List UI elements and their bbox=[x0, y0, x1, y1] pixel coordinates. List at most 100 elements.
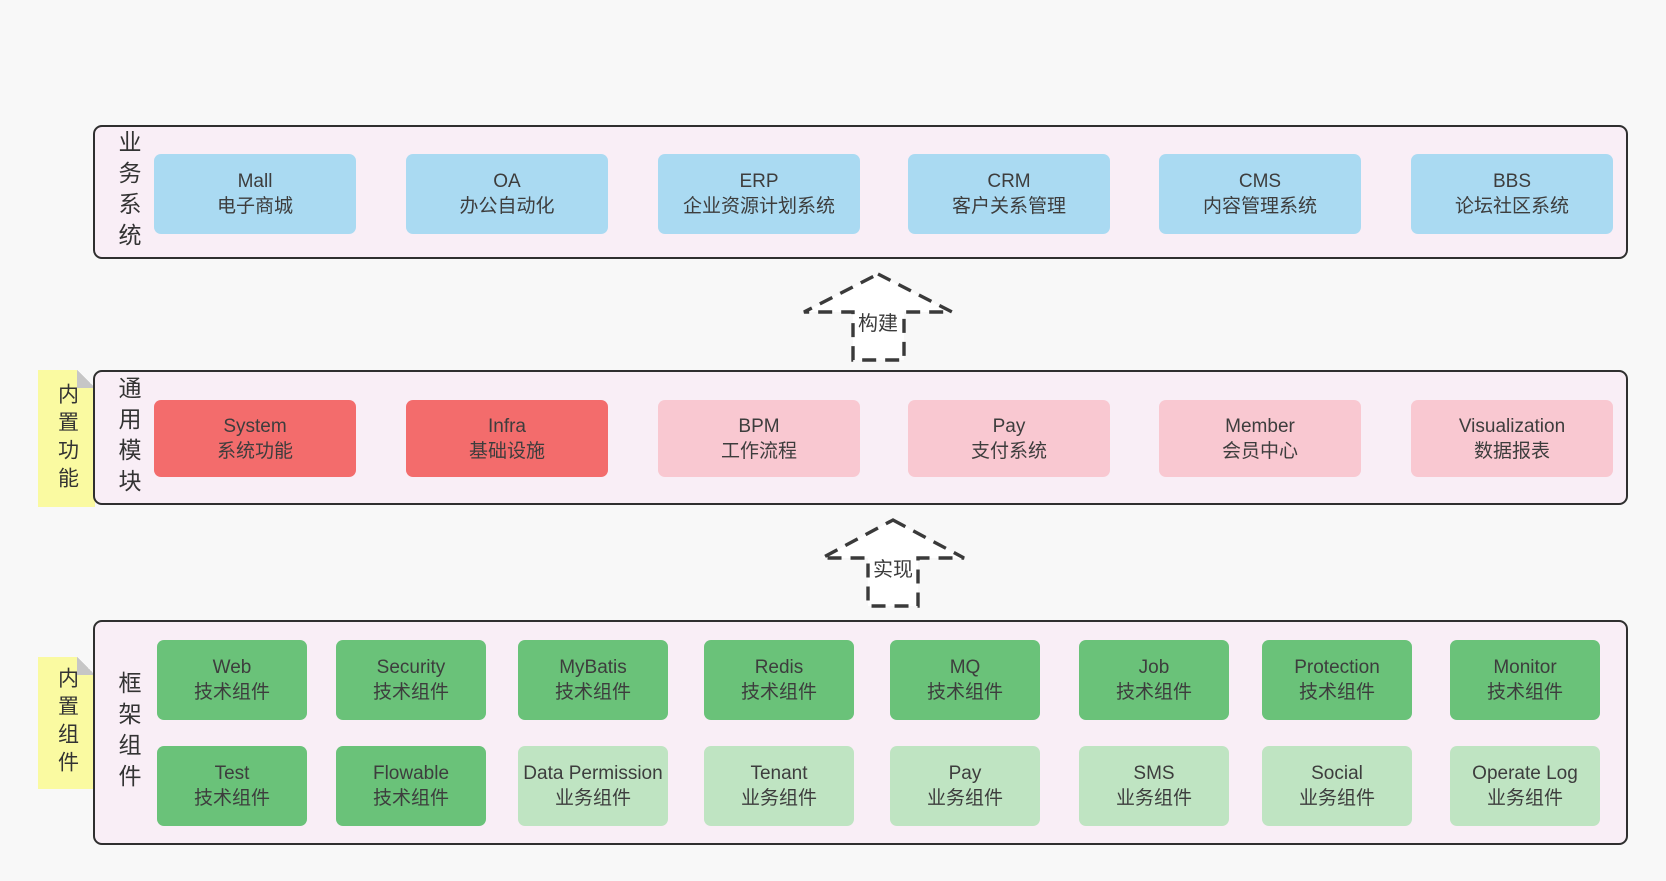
band-framework-components: 框架组件 Web 技术组件 Security 技术组件 MyBatis 技术组件… bbox=[93, 620, 1628, 845]
box-crm: CRM 客户关系管理 bbox=[908, 154, 1110, 234]
box-title: OA bbox=[493, 171, 521, 192]
box-erp: ERP 企业资源计划系统 bbox=[658, 154, 860, 234]
box-cms: CMS 内容管理系统 bbox=[1159, 154, 1361, 234]
box-monitor: Monitor 技术组件 bbox=[1450, 640, 1600, 720]
box-title: Tenant bbox=[750, 763, 808, 784]
box-subtitle: 业务组件 bbox=[926, 788, 1003, 809]
box-flowable: Flowable 技术组件 bbox=[336, 746, 486, 826]
box-mybatis: MyBatis 技术组件 bbox=[518, 640, 668, 720]
box-operate-log: Operate Log 业务组件 bbox=[1450, 746, 1600, 826]
box-subtitle: 技术组件 bbox=[740, 682, 817, 703]
box-member: Member 会员中心 bbox=[1159, 400, 1361, 477]
box-title: Test bbox=[214, 763, 250, 784]
box-title: Infra bbox=[487, 415, 527, 437]
box-subtitle: 数据报表 bbox=[1473, 440, 1550, 462]
box-subtitle: 电子商城 bbox=[216, 196, 293, 217]
box-title: CRM bbox=[987, 171, 1031, 192]
box-title: Operate Log bbox=[1472, 763, 1578, 784]
box-subtitle: 客户关系管理 bbox=[951, 196, 1066, 217]
box-infra: Infra 基础设施 bbox=[406, 400, 608, 477]
band-label-common-modules: 通用模块 bbox=[115, 375, 141, 500]
box-subtitle: 业务组件 bbox=[554, 788, 631, 809]
box-title: Monitor bbox=[1493, 657, 1557, 678]
box-security: Security 技术组件 bbox=[336, 640, 486, 720]
box-subtitle: 技术组件 bbox=[1486, 682, 1563, 703]
box-subtitle: 技术组件 bbox=[193, 788, 270, 809]
sticky-label: 内置功能 bbox=[55, 382, 79, 495]
box-mq: MQ 技术组件 bbox=[890, 640, 1040, 720]
box-pay-module: Pay 支付系统 bbox=[908, 400, 1110, 477]
box-oa: OA 办公自动化 bbox=[406, 154, 608, 234]
box-web: Web 技术组件 bbox=[157, 640, 307, 720]
box-title: Social bbox=[1311, 763, 1363, 784]
box-subtitle: 论坛社区系统 bbox=[1454, 196, 1569, 217]
band-label-framework-components: 框架组件 bbox=[115, 670, 141, 795]
box-title: System bbox=[223, 415, 287, 437]
box-title: Pay bbox=[992, 415, 1026, 437]
box-mall: Mall 电子商城 bbox=[154, 154, 356, 234]
box-bbs: BBS 论坛社区系统 bbox=[1411, 154, 1613, 234]
box-subtitle: 业务组件 bbox=[1486, 788, 1563, 809]
box-redis: Redis 技术组件 bbox=[704, 640, 854, 720]
sticky-label: 内置组件 bbox=[55, 667, 79, 779]
box-pay-component: Pay 业务组件 bbox=[890, 746, 1040, 826]
box-test: Test 技术组件 bbox=[157, 746, 307, 826]
box-title: Visualization bbox=[1458, 415, 1566, 437]
box-system: System 系统功能 bbox=[154, 400, 356, 477]
box-subtitle: 办公自动化 bbox=[459, 196, 555, 217]
box-bpm: BPM 工作流程 bbox=[658, 400, 860, 477]
box-title: CMS bbox=[1238, 171, 1282, 192]
box-subtitle: 技术组件 bbox=[372, 788, 449, 809]
box-subtitle: 技术组件 bbox=[193, 682, 270, 703]
box-title: Redis bbox=[754, 657, 804, 678]
build-arrow-label: 构建 bbox=[858, 312, 898, 335]
band-label-business-systems: 业务系统 bbox=[115, 130, 141, 254]
box-subtitle: 技术组件 bbox=[372, 682, 449, 703]
box-title: Flowable bbox=[372, 763, 450, 784]
sticky-note-builtin-components: 内置组件 bbox=[38, 657, 95, 789]
implement-arrow-icon: 实现 bbox=[821, 518, 965, 608]
box-subtitle: 企业资源计划系统 bbox=[682, 196, 835, 217]
box-title: MQ bbox=[949, 657, 981, 678]
box-job: Job 技术组件 bbox=[1079, 640, 1229, 720]
build-arrow-icon: 构建 bbox=[803, 272, 953, 362]
box-subtitle: 业务组件 bbox=[1298, 788, 1375, 809]
box-title: Data Permission bbox=[523, 763, 663, 784]
box-title: Security bbox=[376, 657, 446, 678]
band-business-systems: 业务系统 Mall 电子商城 OA 办公自动化 ERP 企业资源计划系统 CRM… bbox=[93, 125, 1628, 259]
box-title: Mall bbox=[237, 171, 273, 192]
box-title: Member bbox=[1225, 415, 1295, 437]
box-sms: SMS 业务组件 bbox=[1079, 746, 1229, 826]
sticky-note-builtin-features: 内置功能 bbox=[38, 370, 95, 507]
box-subtitle: 会员中心 bbox=[1221, 440, 1298, 462]
box-title: MyBatis bbox=[559, 657, 627, 678]
box-title: Job bbox=[1138, 657, 1170, 678]
box-title: Web bbox=[212, 657, 252, 678]
box-visualization: Visualization 数据报表 bbox=[1411, 400, 1613, 477]
box-subtitle: 业务组件 bbox=[740, 788, 817, 809]
box-subtitle: 支付系统 bbox=[970, 440, 1047, 462]
box-subtitle: 技术组件 bbox=[1115, 682, 1192, 703]
band-common-modules: 通用模块 System 系统功能 Infra 基础设施 BPM 工作流程 Pay… bbox=[93, 370, 1628, 505]
box-title: Pay bbox=[948, 763, 982, 784]
sticky-fold-icon bbox=[77, 370, 95, 388]
box-title: SMS bbox=[1133, 763, 1175, 784]
box-data-permission: Data Permission 业务组件 bbox=[518, 746, 668, 826]
box-protection: Protection 技术组件 bbox=[1262, 640, 1412, 720]
box-subtitle: 业务组件 bbox=[1115, 788, 1192, 809]
box-social: Social 业务组件 bbox=[1262, 746, 1412, 826]
sticky-fold-icon bbox=[77, 657, 95, 675]
box-subtitle: 内容管理系统 bbox=[1202, 196, 1317, 217]
box-subtitle: 技术组件 bbox=[1298, 682, 1375, 703]
box-subtitle: 工作流程 bbox=[720, 440, 797, 462]
implement-arrow-label: 实现 bbox=[873, 558, 913, 581]
box-title: BPM bbox=[738, 415, 780, 437]
box-title: ERP bbox=[739, 171, 779, 192]
box-subtitle: 技术组件 bbox=[554, 682, 631, 703]
box-title: BBS bbox=[1492, 171, 1532, 192]
box-subtitle: 系统功能 bbox=[216, 440, 293, 462]
box-subtitle: 技术组件 bbox=[926, 682, 1003, 703]
box-tenant: Tenant 业务组件 bbox=[704, 746, 854, 826]
box-title: Protection bbox=[1294, 657, 1380, 678]
